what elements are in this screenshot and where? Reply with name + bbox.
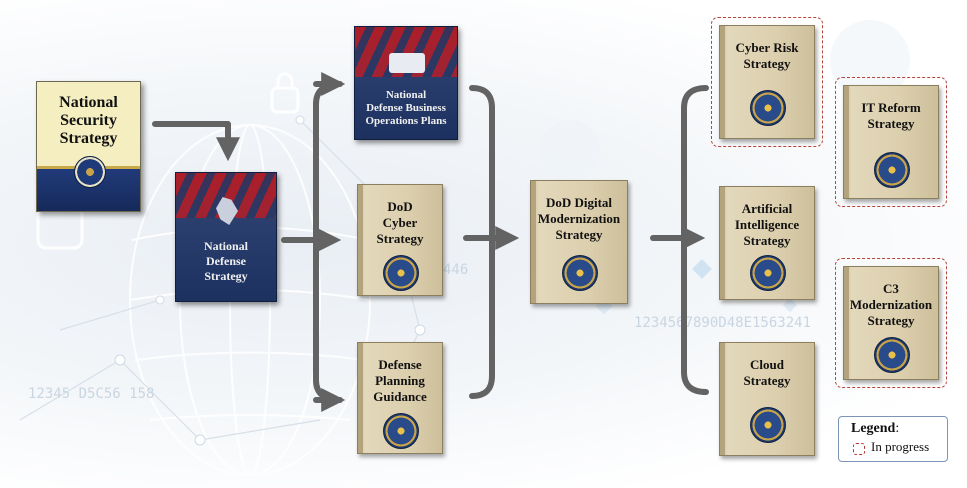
dod-seal-icon bbox=[562, 255, 598, 291]
book-spine bbox=[720, 343, 725, 455]
dod-seal-icon bbox=[383, 413, 419, 449]
legend-in-progress-label: In progress bbox=[871, 439, 930, 454]
in-progress-frame bbox=[835, 77, 947, 207]
dod-seal-icon bbox=[750, 407, 786, 443]
artificial-intelligence-strategy-book: Artificial Intelligence Strategy bbox=[719, 186, 815, 300]
dod-cyber-strategy-book: DoD Cyber Strategy bbox=[357, 184, 443, 296]
in-progress-frame bbox=[711, 17, 823, 147]
artificial-intelligence-strategy-title: Artificial Intelligence Strategy bbox=[734, 201, 800, 248]
book-spine bbox=[358, 343, 363, 453]
national-defense-business-operations-plans-book: National Defense Business Operations Pla… bbox=[354, 26, 458, 140]
defense-planning-guidance-title: Defense Planning Guidance bbox=[373, 357, 427, 404]
dod-seal-icon bbox=[750, 90, 786, 126]
it-reform-strategy-book: IT Reform Strategy bbox=[843, 85, 939, 199]
cyber-risk-strategy-book: Cyber Risk Strategy bbox=[719, 25, 815, 139]
c3-modernization-strategy-book: C3 Modernization Strategy bbox=[843, 266, 939, 380]
book-spine bbox=[844, 267, 849, 379]
arrow-nss-to-nds bbox=[152, 121, 240, 162]
eagle-icon bbox=[216, 197, 238, 225]
background-hex-text: 12345 D5C56 158 bbox=[28, 386, 155, 402]
cloud-strategy-book: Cloud Strategy bbox=[719, 342, 815, 456]
dod-digital-modernization-strategy-title: DoD Digital Modernization Strategy bbox=[537, 195, 621, 242]
book-spine bbox=[720, 187, 725, 299]
legend-title: Legend: bbox=[851, 421, 900, 436]
book-spine bbox=[844, 86, 849, 198]
legend-in-progress-swatch bbox=[853, 443, 865, 455]
book-spine bbox=[720, 26, 725, 138]
presidential-seal-icon bbox=[73, 156, 106, 188]
in-progress-frame bbox=[835, 258, 947, 388]
cover-label-icon bbox=[389, 53, 425, 73]
bracket-right-1 bbox=[469, 85, 495, 399]
national-defense-business-operations-plans-title: National Defense Business Operations Pla… bbox=[365, 89, 447, 127]
bracket-left-2 bbox=[681, 85, 709, 395]
dod-seal-icon bbox=[383, 255, 419, 291]
national-defense-strategy-title: National Defense Strategy bbox=[203, 239, 248, 283]
cyber-risk-strategy-title: Cyber Risk Strategy bbox=[735, 40, 799, 71]
dod-seal-icon bbox=[874, 152, 910, 188]
cloud-strategy-title: Cloud Strategy bbox=[743, 357, 791, 388]
dod-seal-icon bbox=[750, 255, 786, 291]
background-hex-text: 446 bbox=[443, 262, 469, 278]
dod-digital-modernization-strategy-book: DoD Digital Modernization Strategy bbox=[530, 180, 628, 304]
dod-cyber-strategy-title: DoD Cyber Strategy bbox=[376, 199, 424, 246]
defense-planning-guidance-book: Defense Planning Guidance bbox=[357, 342, 443, 454]
national-defense-strategy-book: National Defense Strategy bbox=[175, 172, 277, 302]
book-spine bbox=[531, 181, 536, 303]
background-hex-text: 1234567890D48E1563241 bbox=[634, 315, 812, 331]
it-reform-strategy-title: IT Reform Strategy bbox=[861, 100, 921, 131]
book-spine bbox=[358, 185, 363, 295]
national-security-strategy-book: National Security Strategy bbox=[36, 81, 141, 212]
dod-seal-icon bbox=[874, 337, 910, 373]
c3-modernization-strategy-title: C3 Modernization Strategy bbox=[849, 281, 933, 328]
national-security-strategy-title: National Security Strategy bbox=[59, 94, 118, 147]
legend-box: Legend: In progress bbox=[838, 416, 948, 462]
